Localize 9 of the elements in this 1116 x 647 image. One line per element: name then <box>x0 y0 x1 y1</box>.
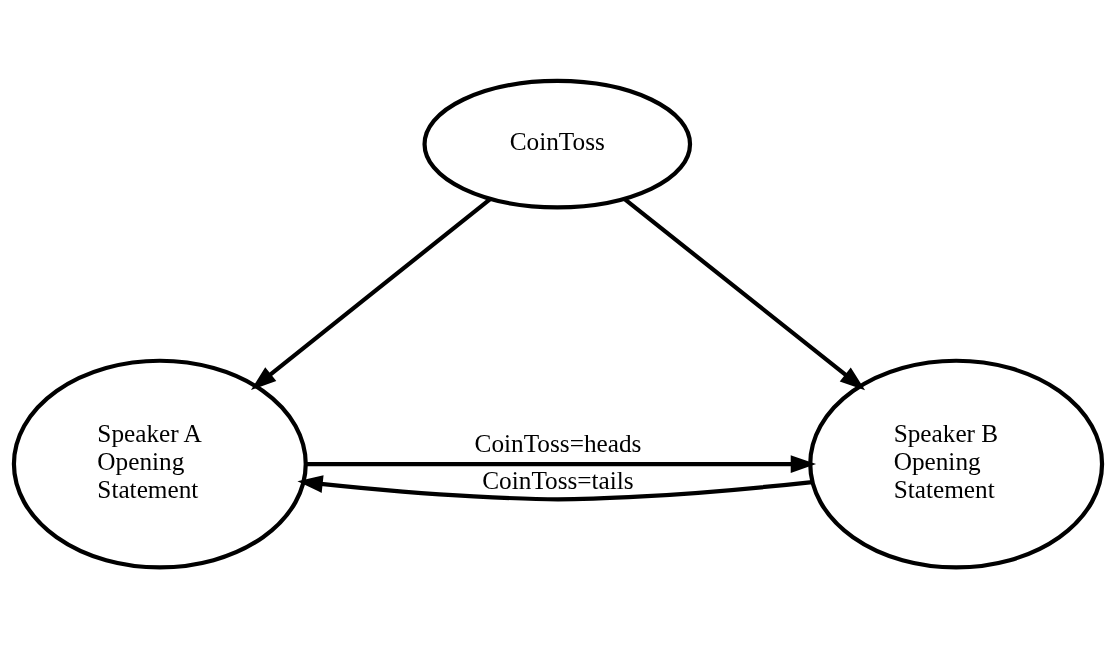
arrow <box>305 454 817 473</box>
arrow <box>250 197 492 390</box>
arrow <box>297 474 813 501</box>
node-ellipse: Speaker A Opening Statement <box>11 358 308 570</box>
arrow <box>623 197 866 390</box>
edge-label: CoinToss=heads <box>474 428 642 457</box>
node-ellipse: CoinToss <box>422 78 693 209</box>
edge-label: CoinToss=tails <box>482 465 634 494</box>
node-ellipse: Speaker B Opening Statement <box>808 358 1105 570</box>
